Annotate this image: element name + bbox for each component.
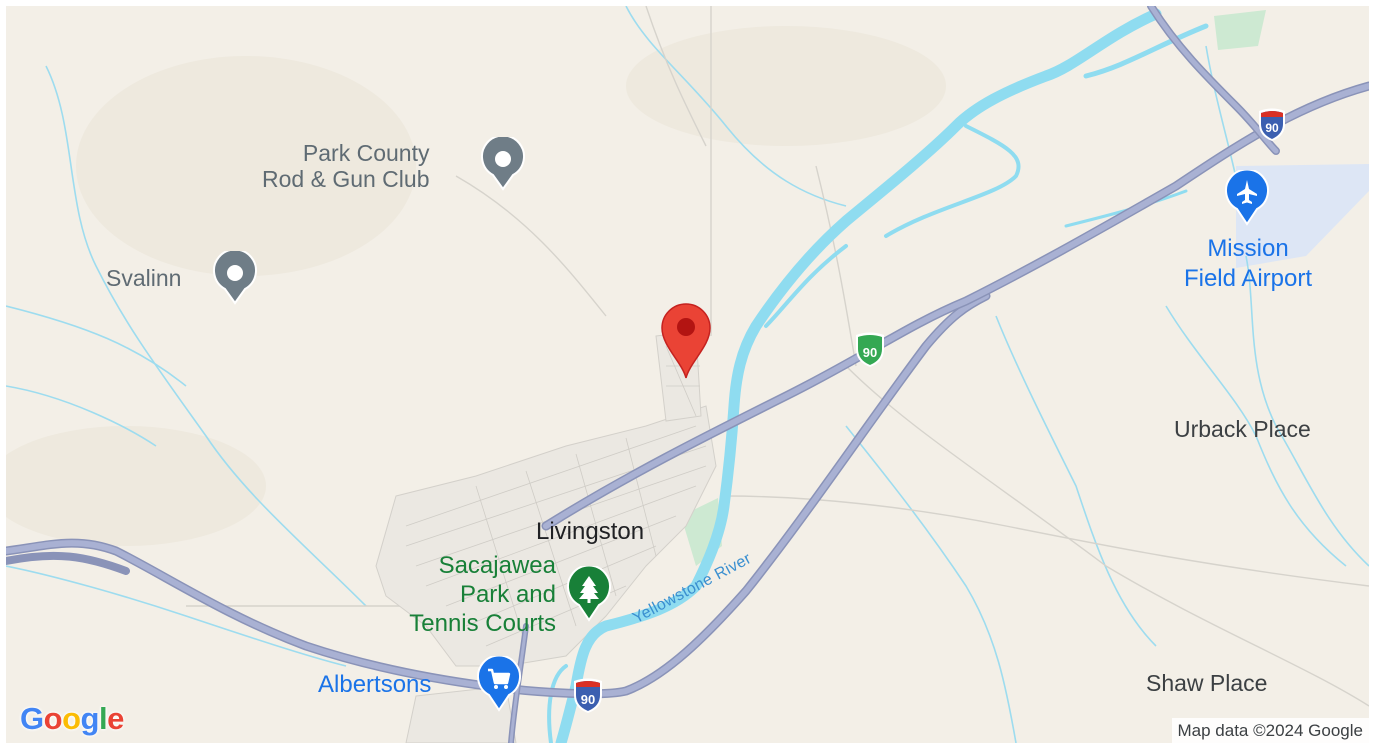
place-marker-icon[interactable] xyxy=(212,251,258,305)
place-marker-icon[interactable] xyxy=(480,137,526,191)
airport-area xyxy=(1236,164,1369,268)
map-canvas[interactable]: Park County Rod & Gun Club Svalinn Missi… xyxy=(6,6,1369,743)
google-logo-letter: o xyxy=(62,701,81,736)
poi-label-mission-field-airport[interactable]: Mission Field Airport xyxy=(1183,235,1313,292)
poi-label-albertsons[interactable]: Albertsons xyxy=(318,671,432,698)
google-logo-letter: l xyxy=(98,701,108,736)
airplane-icon[interactable] xyxy=(1224,170,1270,226)
shield-number: 90 xyxy=(1265,121,1279,135)
map-base-layer xyxy=(6,6,1369,743)
google-logo[interactable]: Google xyxy=(20,701,124,737)
google-logo-letter: o xyxy=(43,701,63,736)
map-attribution[interactable]: Map data ©2024 Google xyxy=(1171,718,1369,743)
interstate-shield-icon: 90 xyxy=(1259,108,1285,141)
google-logo-letter: G xyxy=(20,701,44,736)
place-label-shaw-place[interactable]: Shaw Place xyxy=(1146,670,1268,696)
poi-label-sacajawea-park[interactable]: Sacajawea Park and Tennis Courts xyxy=(409,552,556,637)
google-logo-letter: e xyxy=(107,701,124,736)
tree-icon[interactable] xyxy=(566,566,612,622)
google-logo-letter: g xyxy=(80,701,100,736)
streams xyxy=(6,6,1369,743)
interstate-shield-icon: 90 xyxy=(856,332,884,367)
location-pin-icon[interactable] xyxy=(658,300,714,380)
shield-number: 90 xyxy=(581,692,595,707)
highways xyxy=(6,6,1369,743)
shopping-cart-icon[interactable] xyxy=(476,656,522,712)
city-label-livingston[interactable]: Livingston xyxy=(536,518,645,545)
shield-number: 90 xyxy=(863,345,877,360)
place-label-urback-place[interactable]: Urback Place xyxy=(1174,416,1311,442)
interstate-shield-icon: 90 xyxy=(574,678,602,713)
poi-label-svalinn[interactable]: Svalinn xyxy=(106,265,182,291)
poi-label-park-county-rod-gun-club[interactable]: Park County Rod & Gun Club xyxy=(262,140,430,192)
